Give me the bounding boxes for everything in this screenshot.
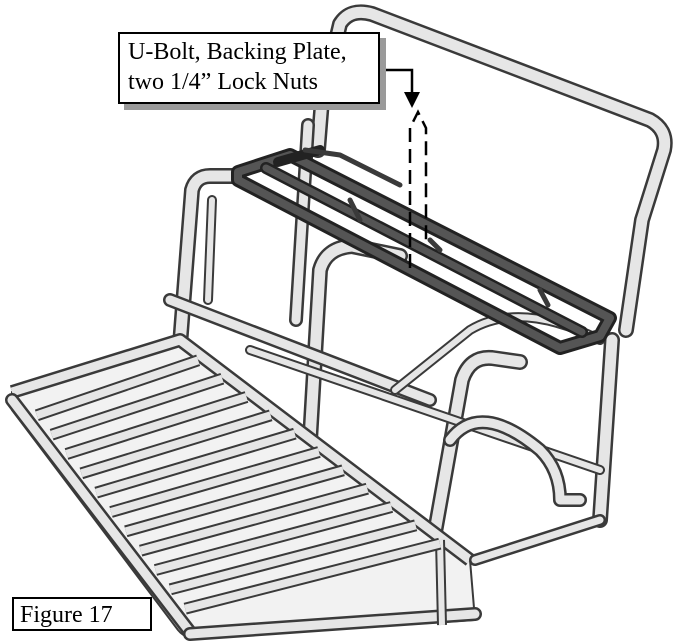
left-upright-support	[172, 168, 246, 353]
platform-slat-face	[35, 356, 200, 420]
platform-slat-face	[109, 448, 321, 516]
platform-slats	[34, 354, 442, 615]
u-bolt-install-guide	[408, 109, 428, 268]
rear-curved-bracket	[443, 415, 587, 507]
figure-label: Figure 17	[12, 597, 152, 631]
platform-slat-face	[95, 429, 296, 497]
platform-slat-face	[65, 393, 248, 458]
seat-rack	[231, 145, 617, 355]
platform-slat-face	[169, 521, 417, 594]
callout-box: U-Bolt, Backing Plate, two 1/4” Lock Nut…	[118, 32, 380, 104]
platform-slat-face	[124, 466, 345, 536]
footrest-platform	[5, 333, 606, 641]
platform-slat-face	[50, 374, 224, 439]
platform-slat-face	[139, 484, 369, 555]
platform-slat-face	[184, 539, 441, 613]
callout-line-2: two 1/4” Lock Nuts	[128, 69, 318, 95]
platform-slat-face	[154, 503, 393, 574]
platform-slat-face	[80, 411, 272, 478]
callout-line-1: U-Bolt, Backing Plate,	[128, 39, 347, 65]
callout-leader-arrow	[380, 68, 420, 108]
